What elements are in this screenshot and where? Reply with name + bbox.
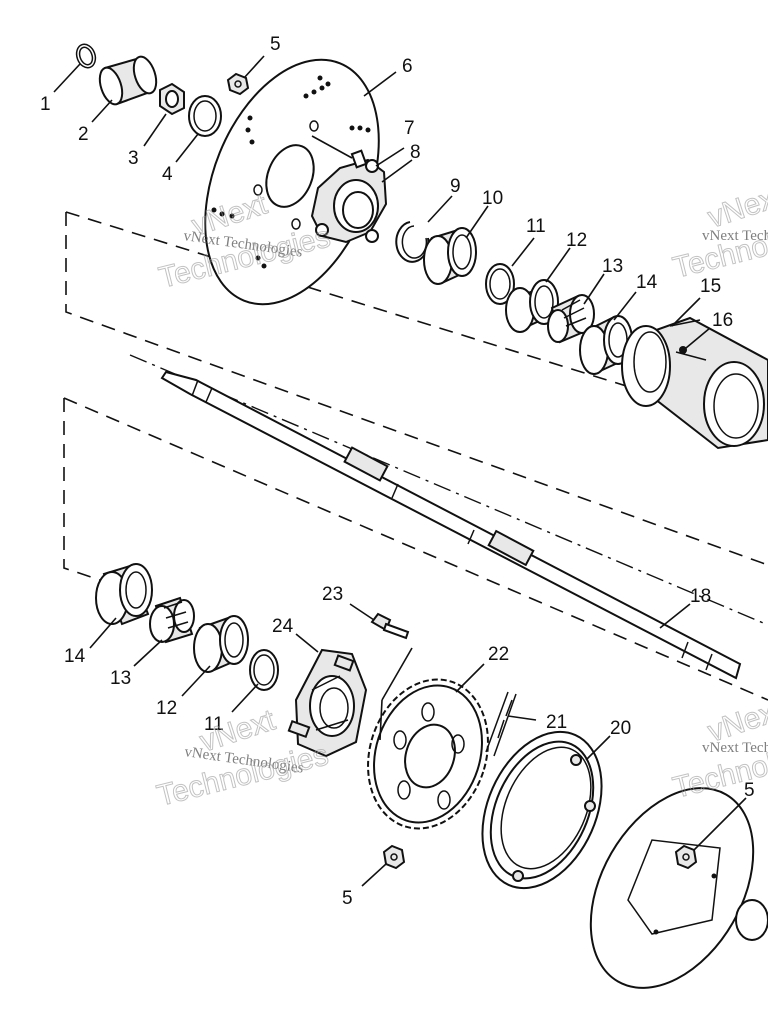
watermark-company-4: vNext Technologies [702, 740, 768, 756]
callout-9: 9 [450, 176, 461, 197]
bearing-cup-12-bottom-part [193, 615, 249, 673]
callout-12-bottom: 12 [156, 698, 177, 719]
callout-6: 6 [402, 56, 413, 77]
callout-14-bottom: 14 [64, 646, 86, 667]
callout-2: 2 [78, 124, 89, 145]
callout-14-top: 14 [636, 272, 658, 293]
leader-lines [53, 55, 747, 887]
callout-23: 23 [322, 584, 343, 605]
callout-11-top: 11 [526, 216, 546, 237]
snap-ring-part [75, 43, 97, 69]
callout-13-top: 13 [602, 256, 623, 277]
top-nut-part [226, 72, 250, 96]
sprocket-part [367, 678, 489, 830]
callout-22: 22 [488, 644, 509, 665]
callout-4: 4 [162, 164, 173, 185]
bolt-23-part [370, 612, 410, 640]
callout-20: 20 [610, 718, 631, 739]
washer-bottom-right-part [735, 899, 768, 941]
callout-15: 15 [700, 276, 721, 297]
bottom-nut-part [382, 844, 406, 870]
watermark-word1-3: vNext [196, 703, 280, 758]
callout-21: 21 [546, 712, 567, 733]
watermark-word2-3: Technologies [154, 738, 332, 812]
callout-12-top: 12 [566, 230, 587, 251]
callout-18: 18 [690, 586, 711, 607]
axle-housing-part [621, 316, 768, 450]
washer-part [188, 95, 222, 137]
callout-labels: 1 2 3 4 5 6 7 8 9 10 11 12 13 14 15 16 1… [40, 34, 755, 909]
nut-part [159, 82, 185, 116]
callout-7: 7 [404, 118, 415, 139]
callout-10: 10 [482, 188, 503, 209]
callout-8: 8 [410, 142, 421, 163]
hub-flange-top-part [310, 149, 388, 244]
callout-5-bottom: 5 [342, 888, 353, 909]
axle-shaft-part [160, 370, 742, 680]
sleeve-part [98, 55, 158, 106]
brake-ring-part [481, 730, 603, 890]
callout-16: 16 [712, 310, 733, 331]
callout-5-right: 5 [744, 780, 755, 801]
chain-segment-part [485, 691, 517, 757]
bearing-race-14-bottom-part [95, 563, 153, 626]
watermark-word1-2: vNext [704, 179, 768, 234]
watermark-company-2: vNext Technologies [702, 228, 768, 244]
callout-11-bottom: 11 [204, 714, 224, 735]
roller-bearing-13-top-part [547, 294, 595, 344]
washer-11-top-part [485, 263, 515, 305]
roller-bearing-13-bottom-part [149, 596, 195, 644]
callout-1: 1 [40, 94, 51, 115]
washer-11-bottom-part [249, 649, 279, 691]
bearing-race-10-part [423, 227, 477, 285]
rear-hub-part [287, 648, 368, 758]
callout-13-bottom: 13 [110, 668, 131, 689]
rear-brake-disc-part [589, 787, 755, 989]
callout-3: 3 [128, 148, 139, 169]
callout-24: 24 [272, 616, 294, 637]
callout-5-top: 5 [270, 34, 281, 55]
brake-disc-part [204, 58, 380, 306]
